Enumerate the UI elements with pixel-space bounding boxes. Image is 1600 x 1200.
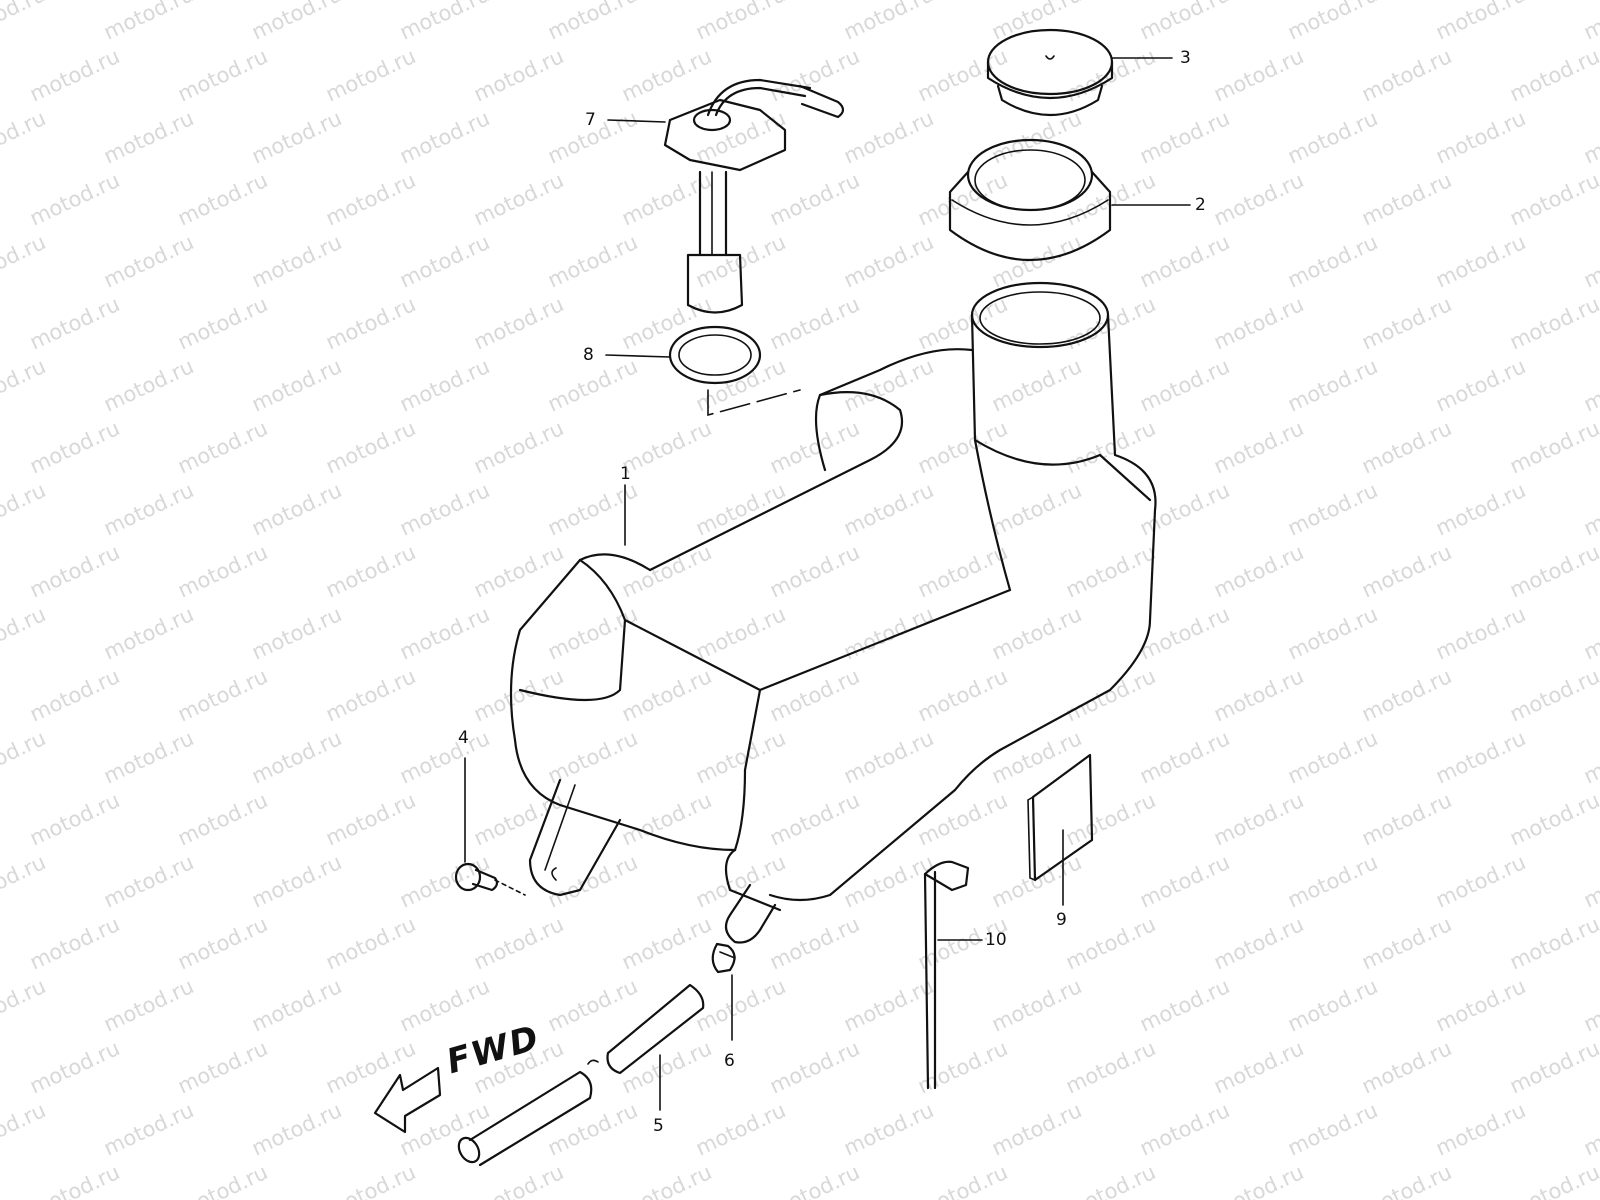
part-3-cap[interactable] — [986, 28, 1114, 116]
callout-1: 1 — [620, 464, 631, 484]
part-9-pad[interactable] — [1027, 753, 1094, 882]
part-2-ring[interactable] — [948, 138, 1112, 262]
callout-8: 8 — [583, 345, 594, 365]
part-6-clip[interactable] — [711, 942, 736, 974]
callout-10: 10 — [985, 930, 1007, 950]
part-5-hose[interactable] — [455, 983, 705, 1167]
callout-6: 6 — [724, 1051, 735, 1071]
part-4-bolt[interactable] — [454, 862, 526, 896]
callout-2: 2 — [1195, 195, 1206, 215]
callout-7: 7 — [585, 110, 596, 130]
part-1-tank[interactable] — [509, 281, 1157, 944]
part-7-sender[interactable] — [663, 78, 845, 314]
fwd-arrow-icon — [373, 1066, 442, 1134]
part-10-cable-tie[interactable] — [923, 860, 970, 1090]
callout-4: 4 — [458, 728, 469, 748]
callout-9: 9 — [1056, 910, 1067, 930]
callout-3: 3 — [1180, 48, 1191, 68]
leader-lines — [464, 57, 1191, 1111]
callout-5: 5 — [653, 1116, 664, 1136]
part-8-oring[interactable] — [668, 325, 801, 417]
